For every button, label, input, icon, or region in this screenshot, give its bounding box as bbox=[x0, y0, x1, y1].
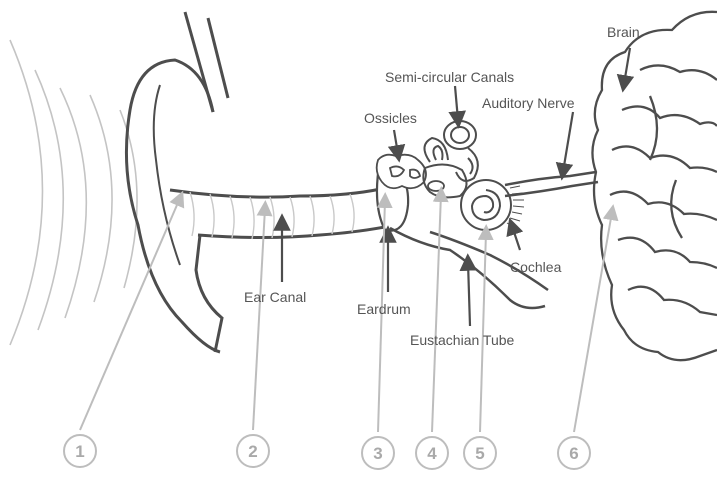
cochlea-hair bbox=[507, 186, 524, 228]
auditory-nerve-shape bbox=[505, 172, 598, 196]
marker-1: 1 bbox=[64, 435, 96, 467]
marker-4-number: 4 bbox=[427, 444, 437, 463]
marker-1-number: 1 bbox=[75, 442, 84, 461]
semicircular-canals-label: Semi-circular Canals bbox=[385, 69, 514, 85]
brain-shape bbox=[592, 12, 717, 360]
marker-4: 4 bbox=[416, 437, 448, 469]
marker-5: 5 bbox=[464, 437, 496, 469]
ossicles-shape bbox=[377, 155, 444, 191]
marker-2: 2 bbox=[237, 435, 269, 467]
marker-6: 6 bbox=[558, 437, 590, 469]
ear-canal-label: Ear Canal bbox=[244, 289, 306, 305]
cochlea-label: Cochlea bbox=[510, 259, 562, 275]
eustachian-tube-label: Eustachian Tube bbox=[410, 332, 515, 348]
brain-label: Brain bbox=[607, 24, 640, 40]
sound-waves bbox=[10, 40, 137, 345]
marker-2-number: 2 bbox=[248, 442, 257, 461]
auditory-nerve-label: Auditory Nerve bbox=[482, 95, 575, 111]
marker-3-number: 3 bbox=[373, 444, 382, 463]
marker-6-number: 6 bbox=[569, 444, 578, 463]
ear-canal-shape bbox=[170, 188, 390, 238]
outer-ear bbox=[126, 12, 228, 352]
marker-pointers bbox=[80, 194, 612, 432]
ossicles-label: Ossicles bbox=[364, 110, 417, 126]
ear-canal-rings bbox=[190, 192, 354, 239]
marker-5-number: 5 bbox=[475, 444, 484, 463]
label-pointers bbox=[282, 48, 630, 326]
marker-3: 3 bbox=[362, 437, 394, 469]
eardrum-label: Eardrum bbox=[357, 301, 411, 317]
cochlea-shape bbox=[461, 180, 511, 230]
